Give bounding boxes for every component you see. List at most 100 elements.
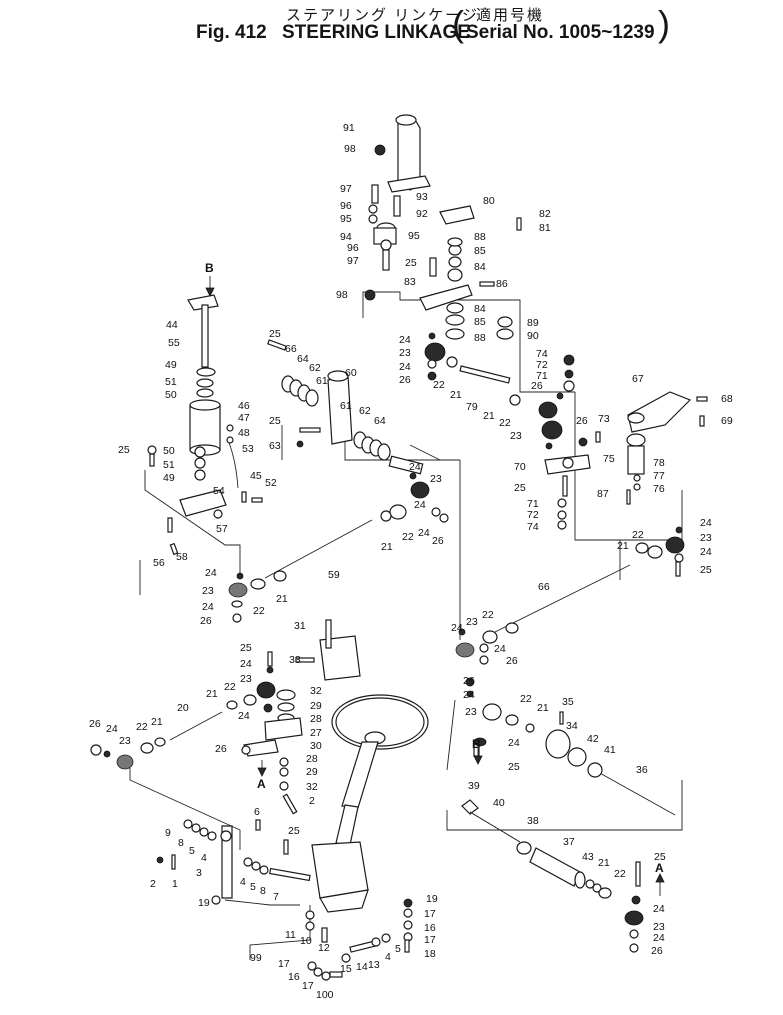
marker-b-lower: B (472, 737, 481, 751)
callout-32a: 32 (310, 685, 322, 697)
callout-97: 97 (340, 183, 352, 195)
callout-26c: 26 (576, 415, 588, 427)
figure-number: Fig. 412 (196, 22, 267, 43)
callout-53: 53 (242, 443, 254, 455)
callout-51b: 51 (163, 459, 175, 471)
callout-49b: 49 (163, 472, 175, 484)
callout-94: 94 (340, 231, 352, 243)
callout-96b: 96 (347, 242, 359, 254)
callout-23i: 23 (465, 706, 477, 718)
callout-56: 56 (153, 557, 165, 569)
callout-78: 78 (653, 457, 665, 469)
spring-coil (469, 811, 521, 843)
callout-29a: 29 (310, 700, 322, 712)
callout-29b: 29 (306, 766, 318, 778)
callout-22i: 22 (520, 693, 532, 705)
callout-59: 59 (328, 569, 340, 581)
callout-16a: 16 (424, 922, 436, 934)
callout-90: 90 (527, 330, 539, 342)
callout-26d: 26 (200, 615, 212, 627)
callout-2a: 2 (309, 795, 315, 807)
steering-wheel (311, 694, 429, 913)
callout-71a: 71 (536, 370, 548, 382)
callout-14: 14 (356, 961, 368, 973)
callout-17b: 17 (424, 934, 436, 946)
callout-26f: 26 (506, 655, 518, 667)
callout-26i: 26 (463, 675, 475, 687)
callout-23e: 23 (700, 532, 712, 544)
callout-92: 92 (416, 208, 428, 220)
right-lower-assembly (461, 677, 644, 953)
callout-25e: 25 (118, 444, 130, 456)
callout-23g: 23 (240, 673, 252, 685)
callout-24a: 24 (399, 334, 411, 346)
callout-26g: 26 (215, 743, 227, 755)
guide-lines (129, 291, 683, 960)
callout-91: 91 (343, 122, 355, 134)
callout-2b: 2 (150, 878, 156, 890)
paren-close: ) (658, 3, 670, 44)
tie-rod-ends (90, 472, 685, 770)
callout-86: 86 (496, 278, 508, 290)
callout-43: 43 (582, 851, 594, 863)
callout-4a: 4 (201, 852, 207, 864)
callout-21f: 21 (206, 688, 218, 700)
callout-23f: 23 (466, 616, 478, 628)
callout-83: 83 (404, 276, 416, 288)
upper-relay-arms (424, 332, 708, 530)
callout-52: 52 (265, 477, 277, 489)
callout-31: 31 (294, 620, 306, 632)
callout-23b: 23 (510, 430, 522, 442)
callout-66: 66 (285, 343, 297, 355)
paren-open: ( (452, 3, 464, 44)
callout-72b: 72 (527, 509, 539, 521)
callout-25i: 25 (288, 825, 300, 837)
callout-25f: 25 (700, 564, 712, 576)
callout-51a: 51 (165, 376, 177, 388)
callout-77: 77 (653, 470, 665, 482)
callout-93: 93 (416, 191, 428, 203)
callout-25h: 25 (508, 761, 520, 773)
callout-21e: 21 (617, 540, 629, 552)
callout-54: 54 (213, 485, 225, 497)
callout-79: 79 (466, 401, 478, 413)
callout-24d: 24 (205, 567, 217, 579)
marker-b-upper: B (205, 261, 214, 275)
callout-66b: 66 (538, 581, 550, 593)
callout-24k: 24 (494, 643, 506, 655)
callout-10: 10 (300, 935, 312, 947)
callout-17a: 17 (424, 908, 436, 920)
callout-88: 88 (474, 231, 486, 243)
callout-89: 89 (527, 317, 539, 329)
callout-71b: 71 (527, 498, 539, 510)
callout-22h: 22 (136, 721, 148, 733)
callout-63: 63 (269, 440, 281, 452)
callout-23a: 23 (399, 347, 411, 359)
callout-26j: 26 (651, 945, 663, 957)
callout-61a: 61 (316, 375, 328, 387)
callout-64a: 64 (297, 353, 309, 365)
callout-84b: 84 (474, 303, 486, 315)
callout-26a: 26 (399, 374, 411, 386)
callout-21d: 21 (381, 541, 393, 553)
callout-17c: 17 (278, 958, 290, 970)
callout-95: 95 (340, 213, 352, 225)
callout-24q: 24 (653, 903, 665, 915)
callout-96: 96 (340, 200, 352, 212)
callout-21i: 21 (598, 857, 610, 869)
callout-50b: 50 (163, 445, 175, 457)
callout-5a: 5 (189, 845, 195, 857)
callout-98b: 98 (336, 289, 348, 301)
callout-22b: 22 (499, 417, 511, 429)
callout-22j: 22 (614, 868, 626, 880)
callout-4c: 4 (385, 951, 391, 963)
callout-22c: 22 (253, 605, 265, 617)
callout-23j: 23 (653, 921, 665, 933)
callout-23d: 23 (430, 473, 442, 485)
marker-a-right: A (655, 861, 664, 875)
steering-column-upper (364, 114, 522, 340)
pitman-arm-assembly (226, 619, 361, 791)
callout-24o: 24 (463, 689, 475, 701)
callout-6: 6 (254, 806, 260, 818)
